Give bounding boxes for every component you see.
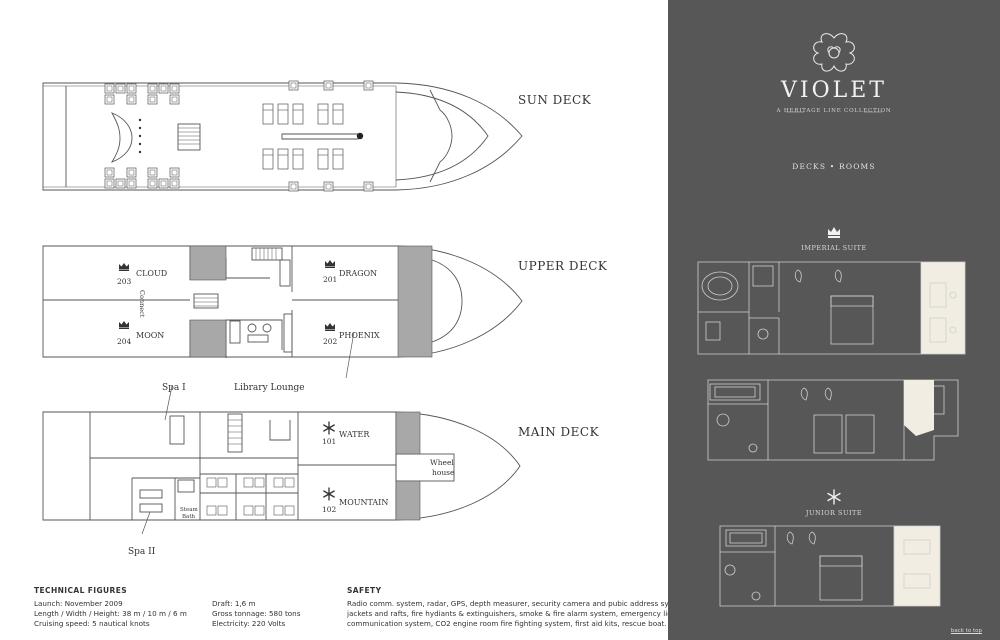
safety-section: SAFETY Radio comm. system, radar, GPS, d…: [347, 586, 702, 629]
upper-deck-plan: [42, 245, 523, 358]
crown-icon: [119, 321, 129, 329]
deck-plans-area: CLOUD 203 MOON 204 DRAGON 201 PHOENIX 20…: [34, 80, 703, 629]
electricity-text: Electricity: 220 Volts: [212, 619, 286, 628]
back-to-top-link[interactable]: back to top: [950, 628, 982, 634]
launch-text: Launch: November 2009: [34, 599, 123, 608]
tonnage-text: Gross tonnage: 580 tons: [212, 609, 301, 618]
wheelhouse-label-1: Wheel: [430, 458, 454, 467]
snowflake-icon: [323, 487, 335, 501]
safety-heading: SAFETY: [347, 586, 382, 595]
wheelhouse-label-2: house: [432, 468, 455, 477]
crown-icon: [325, 260, 335, 268]
steam-bath-label-1: Steam: [180, 507, 199, 513]
spa-2-label: Spa II: [128, 547, 156, 557]
crown-icon: [325, 323, 335, 331]
connect-label: Connect: [138, 290, 146, 318]
speed-text: Cruising speed: 5 nautical knots: [34, 619, 150, 628]
sun-deck-plan: [42, 82, 523, 191]
brand-name: VIOLET: [781, 78, 887, 103]
snowflake-icon: [827, 489, 841, 505]
section-title: DECKS • ROOMS: [792, 162, 876, 171]
junior-suite-label: JUNIOR SUITE: [805, 509, 863, 517]
draft-text: Draft: 1,6 m: [212, 599, 256, 608]
room-name-mountain: MOUNTAIN: [339, 498, 388, 507]
spa-1-label: Spa I: [162, 383, 186, 393]
snowflake-icon: [323, 421, 335, 435]
room-number-204: 204: [117, 337, 132, 346]
brand-tagline: A HERITAGE LINE COLLECTION: [776, 108, 892, 114]
safety-line-1: Radio comm. system, radar, GPS, depth me…: [347, 599, 703, 608]
main-deck-plan: [42, 411, 521, 521]
imperial-suite-label: IMPERIAL SUITE: [801, 244, 867, 252]
deck-plans-svg: CLOUD 203 MOON 204 DRAGON 201 PHOENIX 20…: [42, 80, 523, 557]
main-deck-title: MAIN DECK: [518, 425, 600, 439]
brand-panel: VIOLET A HERITAGE LINE COLLECTION DECKS …: [668, 0, 1000, 640]
technical-figures-2: Draft: 1,6 m Gross tonnage: 580 tons Ele…: [212, 599, 300, 629]
flower-logo-icon: [813, 33, 855, 72]
dimensions-text: Length / Width / Height: 38 m / 10 m / 6…: [34, 609, 187, 618]
safety-line-2: jackets and rafts, fire hydiants & extin…: [347, 609, 699, 618]
room-name-water: WATER: [339, 430, 370, 439]
room-number-102: 102: [322, 505, 337, 514]
room-number-203: 203: [117, 277, 132, 286]
room-number-202: 202: [323, 337, 338, 346]
technical-figures: TECHNICAL FIGURES Launch: November 2009 …: [34, 586, 187, 629]
crown-icon: [828, 227, 840, 238]
junior-suite-plan: [719, 525, 941, 607]
sun-deck-title: SUN DECK: [518, 93, 592, 107]
crown-icon: [119, 263, 129, 271]
room-number-201: 201: [323, 275, 337, 284]
upper-deck-title: UPPER DECK: [518, 259, 608, 273]
room-name-dragon: DRAGON: [339, 269, 377, 278]
safety-line-3: communication system, CO2 engine room fi…: [347, 619, 667, 628]
steam-bath-label-2: Bath: [182, 514, 196, 520]
room-number-101: 101: [322, 437, 336, 446]
room-name-cloud: CLOUD: [136, 269, 167, 278]
room-name-phoenix: PHOENIX: [339, 331, 380, 340]
technical-heading: TECHNICAL FIGURES: [34, 586, 128, 595]
room-name-moon: MOON: [136, 331, 164, 340]
suite-plans-svg: [697, 33, 966, 607]
imperial-suite-plan: [697, 261, 966, 355]
library-lounge-label: Library Lounge: [234, 383, 305, 393]
double-room-plan: [707, 379, 959, 461]
